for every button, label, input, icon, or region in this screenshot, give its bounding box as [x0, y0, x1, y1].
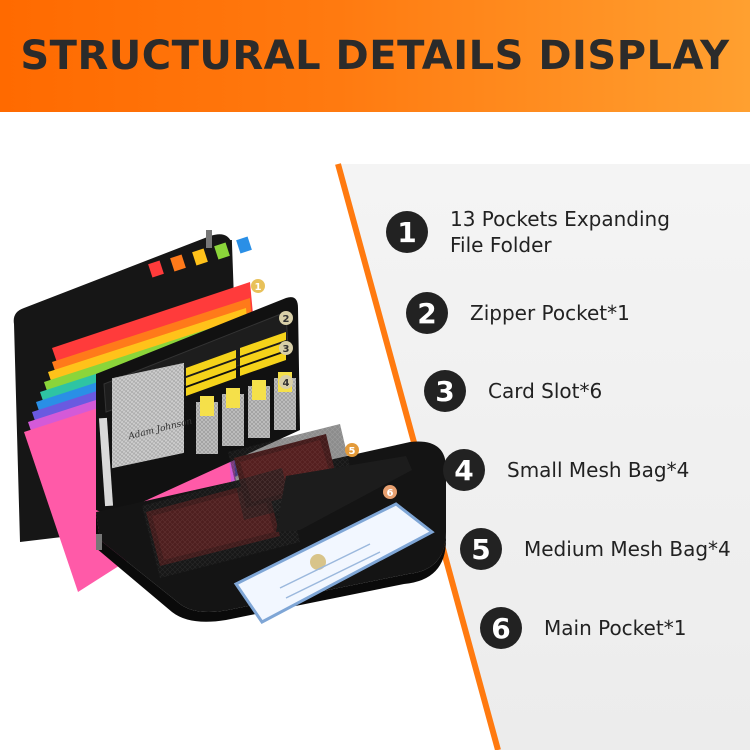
callout-markers: 1 2 3 4 5 6 [251, 279, 397, 499]
number-badge-3: 3 [424, 370, 466, 412]
svg-text:2: 2 [283, 314, 290, 325]
product-illustration: Adam Johnson 1 [13, 163, 750, 750]
number-badge-4: 4 [443, 449, 485, 491]
zipper-pull-bottom [96, 534, 102, 550]
feature-label-3: Card Slot*6 [488, 379, 603, 403]
feature-label-2: Zipper Pocket*1 [470, 301, 630, 325]
callout-6 [383, 485, 397, 499]
feature-item-5: 5 Medium Mesh Bag*4 [460, 528, 731, 570]
number-badge-1: 1 [386, 211, 428, 253]
feature-item-4: 4 Small Mesh Bag*4 [443, 449, 689, 491]
feature-item-3: 3 Card Slot*6 [424, 370, 602, 412]
svg-text:4: 4 [283, 378, 290, 389]
callout-3 [279, 341, 293, 355]
callout-5 [345, 443, 359, 457]
header-banner [0, 0, 750, 112]
feature-label-4: Small Mesh Bag*4 [507, 458, 690, 482]
callout-2 [279, 311, 293, 325]
feature-label-6: Main Pocket*1 [544, 616, 687, 640]
callout-4 [279, 375, 293, 389]
number-badge-6: 6 [480, 607, 522, 649]
callout-1 [251, 279, 265, 293]
zipper-pull-top [206, 230, 212, 248]
svg-text:3: 3 [283, 344, 290, 355]
id-mesh-pocket [112, 362, 184, 469]
content-area: Adam Johnson 1 [0, 112, 750, 750]
page-title: STRUCTURAL DETAILS DISPLAY [20, 33, 730, 79]
svg-text:1: 1 [255, 282, 262, 293]
svg-text:6: 6 [387, 488, 394, 499]
pocket-flap [276, 456, 412, 532]
number-badge-2: 2 [406, 292, 448, 334]
feature-item-2: 2 Zipper Pocket*1 [406, 292, 630, 334]
feature-label-1: 13 Pockets Expanding File Folder [450, 207, 670, 257]
certificate [233, 502, 435, 624]
feature-item-6: 6 Main Pocket*1 [480, 607, 686, 649]
feature-label-5: Medium Mesh Bag*4 [524, 537, 731, 561]
card-slots [186, 332, 286, 396]
small-mesh-bags [196, 372, 296, 454]
number-badge-5: 5 [460, 528, 502, 570]
pen-holder [98, 417, 114, 507]
feature-item-1: 1 13 Pockets Expanding File Folder [386, 206, 670, 258]
svg-text:5: 5 [349, 446, 356, 457]
